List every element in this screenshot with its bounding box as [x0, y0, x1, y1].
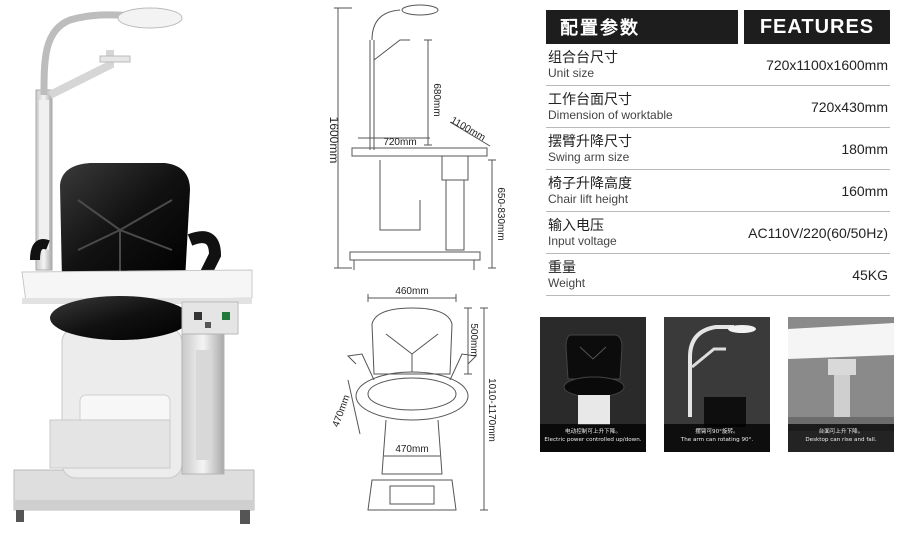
spec-label-cn: 输入电压 [548, 217, 604, 234]
spec-table: 配置参数 FEATURES 组合台尺寸 Unit size 720x1100x1… [546, 10, 890, 296]
spec-value: AC110V/220(60/50Hz) [748, 224, 888, 241]
dim-table-width: 720mm [383, 137, 416, 148]
spec-header-en: FEATURES [744, 10, 890, 44]
dim-back-height: 500mm [468, 323, 479, 356]
spec-label-en: Weight [548, 275, 586, 290]
product-illustration [13, 7, 255, 524]
spec-row-voltage: 输入电压 Input voltage AC110V/220(60/50Hz) [546, 212, 890, 254]
spec-value: 160mm [841, 182, 888, 199]
dimension-drawing-unit: 1600mm 680mm 720mm 1100mm 650-830mm [327, 4, 506, 270]
spec-label-cn: 椅子升降高度 [548, 175, 632, 192]
spec-row-worktable: 工作台面尺寸 Dimension of worktable 720x430mm [546, 86, 890, 128]
spec-header-cn: 配置参数 [546, 10, 738, 44]
chair-seat [50, 296, 190, 340]
spec-value: 45KG [852, 266, 888, 283]
spec-value: 720x430mm [810, 98, 888, 115]
thumb-desktop-lift: 台面可上升下降。 Desktop can rise and fall. [788, 317, 894, 452]
dim-seat-depth: 470mm [331, 394, 353, 429]
thumb-caption-cn: 电动控制可上升下降。 [565, 429, 621, 435]
control-column [181, 301, 239, 475]
chair-base [49, 327, 183, 479]
spec-row-unit-size: 组合台尺寸 Unit size 720x1100x1600mm [546, 44, 890, 86]
spec-row-chair-lift: 椅子升降高度 Chair lift height 160mm [546, 170, 890, 212]
dim-arm-height: 680mm [431, 83, 442, 116]
dim-seat-width: 460mm [395, 286, 428, 297]
thumb-caption-cn: 台面可上升下降。 [818, 429, 864, 435]
spec-row-weight: 重量 Weight 45KG [546, 254, 890, 296]
thumb-caption-en: The arm can rotating 90°. [680, 437, 754, 443]
thumb-caption-en: Desktop can rise and fall. [805, 437, 877, 443]
dim-total-height: 1600mm [327, 117, 341, 164]
dim-table-height: 650-830mm [495, 187, 506, 240]
spec-label-cn: 重量 [548, 259, 576, 276]
dim-lift-range: 1010-1170mm [486, 378, 497, 442]
dim-table-depth: 1100mm [449, 115, 488, 144]
spec-label-cn: 工作台面尺寸 [548, 91, 632, 108]
spec-row-swing-arm: 摆臂升降尺寸 Swing arm size 180mm [546, 128, 890, 170]
spec-label-en: Dimension of worktable [548, 107, 673, 122]
spec-label-en: Chair lift height [548, 191, 629, 206]
dimension-drawing-chair: 460mm 500mm 470mm 470mm 1010-1170mm [331, 286, 497, 511]
thumb-chair-lift: 电动控制可上升下降。 Electric power controlled up/… [540, 317, 646, 452]
spec-value: 720x1100x1600mm [766, 56, 888, 73]
thumb-caption-en: Electric power controlled up/down. [544, 437, 642, 443]
chair-back [30, 163, 222, 280]
spec-value: 180mm [841, 140, 888, 157]
dim-base-width: 470mm [395, 444, 428, 455]
spec-label-en: Swing arm size [548, 149, 630, 164]
spec-label-en: Input voltage [548, 233, 617, 248]
spec-label-en: Unit size [548, 65, 595, 80]
thumb-arm-rotate: 摆臂可90°旋转。 The arm can rotating 90°. [664, 317, 770, 452]
spec-label-cn: 摆臂升降尺寸 [548, 133, 632, 150]
lamp-pole [35, 7, 183, 271]
thumb-caption-cn: 摆臂可90°旋转。 [695, 429, 739, 435]
spec-label-cn: 组合台尺寸 [548, 49, 618, 66]
spec-header: 配置参数 FEATURES [546, 10, 890, 44]
